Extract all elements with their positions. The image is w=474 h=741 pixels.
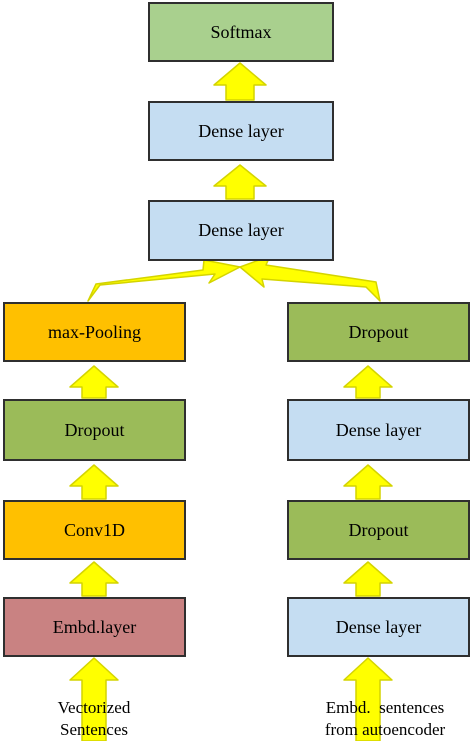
left-embd-layer-node: Embd.layer bbox=[3, 597, 186, 657]
arrow-right-dropout-dense bbox=[343, 464, 393, 500]
right-dense-layer-mid-label: Dense layer bbox=[335, 419, 422, 440]
right-dense-layer-low-label: Dense layer bbox=[335, 616, 422, 637]
dense-layer-merge-node: Dense layer bbox=[148, 200, 334, 261]
right-dropout-top-node: Dropout bbox=[287, 302, 470, 362]
right-caption-line1: Embd. sentences bbox=[325, 698, 445, 717]
left-dropout-label: Dropout bbox=[64, 419, 125, 440]
right-dense-layer-mid-node: Dense layer bbox=[287, 399, 470, 461]
arrow-top-softmax bbox=[213, 62, 267, 101]
left-conv1d-node: Conv1D bbox=[3, 500, 186, 560]
softmax-node: Softmax bbox=[148, 2, 334, 62]
arrow-left-embd-conv bbox=[69, 561, 119, 597]
left-maxpool-node: max-Pooling bbox=[3, 302, 186, 362]
arrow-left-merge bbox=[87, 259, 241, 302]
arrow-right-input bbox=[343, 657, 393, 741]
left-maxpool-label: max-Pooling bbox=[48, 321, 141, 342]
arrow-left-conv-dropout bbox=[69, 464, 119, 500]
dense-layer-top-label: Dense layer bbox=[198, 120, 284, 141]
arrow-right-dense-dropout bbox=[343, 561, 393, 597]
arrow-left-dropout-maxpool bbox=[69, 365, 119, 399]
right-dropout-top-label: Dropout bbox=[348, 321, 409, 342]
arrow-right-dense-dropout-top bbox=[343, 365, 393, 399]
arrow-left-input bbox=[69, 657, 119, 741]
left-input-caption: Vectorized Sentences bbox=[14, 697, 174, 741]
left-caption-line2: Sentences bbox=[60, 720, 128, 739]
left-embd-layer-label: Embd.layer bbox=[52, 616, 137, 637]
left-caption-line1: Vectorized bbox=[57, 698, 131, 717]
right-caption-line2: from autoencoder bbox=[324, 720, 446, 739]
right-dropout-low-label: Dropout bbox=[348, 519, 409, 540]
right-input-caption: Embd. sentences from autoencoder bbox=[300, 697, 470, 741]
dense-layer-top-node: Dense layer bbox=[148, 101, 334, 161]
left-dropout-node: Dropout bbox=[3, 399, 186, 461]
arrow-merge-dense-top bbox=[213, 164, 267, 200]
right-dropout-low-node: Dropout bbox=[287, 500, 470, 560]
left-conv1d-label: Conv1D bbox=[63, 519, 125, 540]
right-dense-layer-low-node: Dense layer bbox=[287, 597, 470, 657]
dense-layer-merge-label: Dense layer bbox=[198, 220, 284, 240]
softmax-label: Softmax bbox=[210, 21, 272, 42]
arrow-right-merge bbox=[239, 255, 381, 302]
